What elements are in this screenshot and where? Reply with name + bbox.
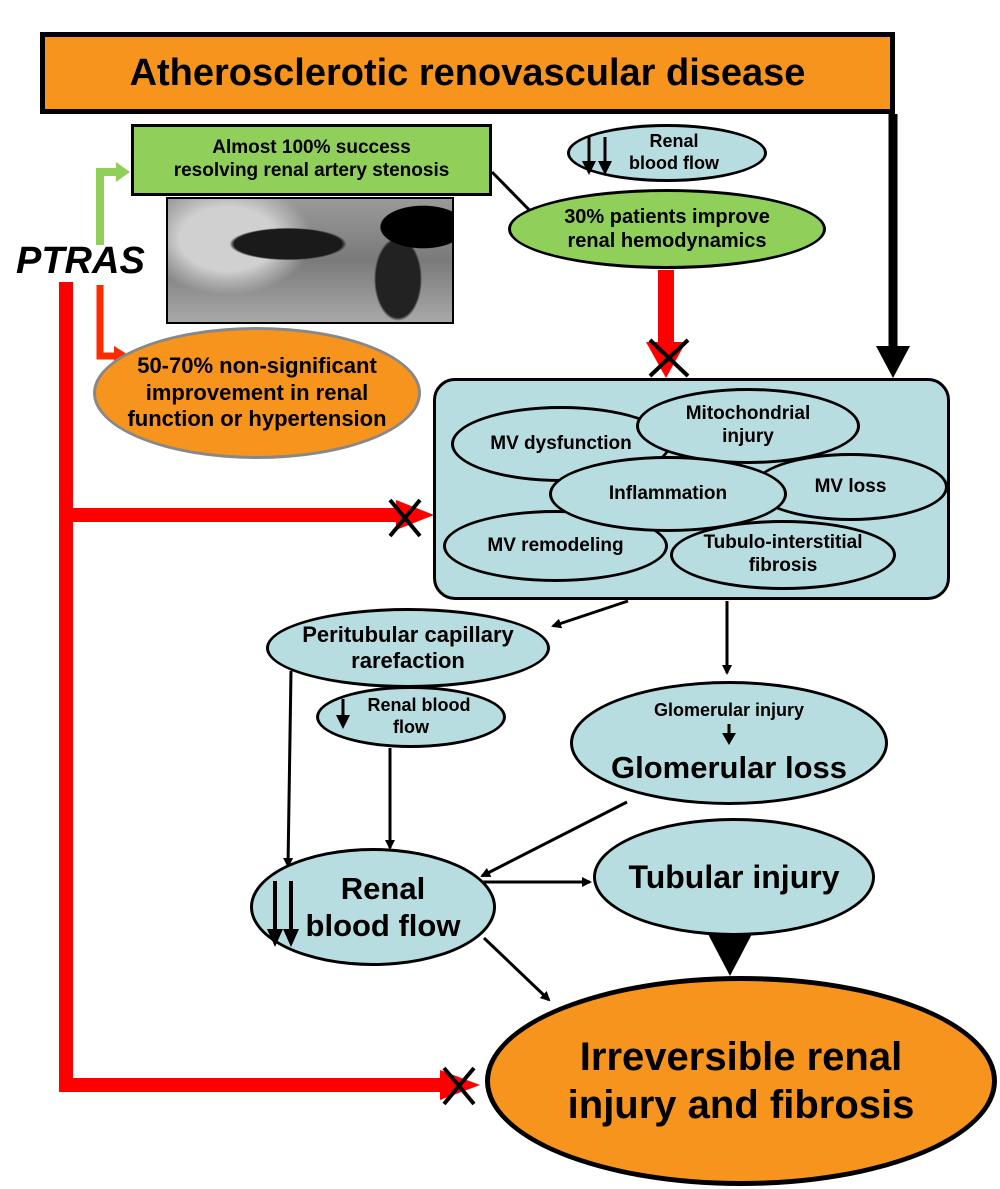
- irreversible-line1: Irreversible renal: [579, 1035, 903, 1079]
- angiogram-image: [166, 197, 454, 324]
- mid-flow-line1: Renal blood: [367, 695, 471, 716]
- nonsig-line1: 50-70% non-significant: [137, 353, 377, 379]
- mitochondrial-node: Mitochondrial injury: [636, 388, 860, 464]
- mv-remodeling-label: MV remodeling: [487, 534, 624, 556]
- inflammation-node: Inflammation: [549, 456, 787, 532]
- peritubular-node: Peritubular capillary rarefaction: [266, 608, 550, 688]
- top-flow-line1: Renal: [649, 131, 699, 152]
- success-line2: resolving renal artery stenosis: [173, 160, 450, 181]
- nonsignificant-node: 50-70% non-significant improvement in re…: [93, 327, 421, 459]
- ptras-label: PTRAS: [16, 240, 145, 282]
- ptras-red-trunk: [59, 282, 440, 1092]
- improve-line2: renal hemodynamics: [567, 230, 767, 252]
- improve-to-panel-red-arrow: [658, 270, 674, 346]
- double-down-arrow-icon: [582, 137, 612, 175]
- down-arrow-icon: [722, 724, 736, 746]
- peritubular-line2: rarefaction: [351, 648, 465, 673]
- ptras-green-head: [116, 162, 130, 182]
- irreversible-line2: injury and fibrosis: [567, 1083, 915, 1127]
- mv-loss-node: MV loss: [753, 453, 948, 521]
- tubular-to-irreversible-head: [708, 934, 752, 976]
- renal-flow-line1: Renal: [340, 870, 426, 906]
- mv-loss-label: MV loss: [814, 475, 887, 497]
- ptras-red-head-bottom: [440, 1070, 480, 1100]
- tubular-label: Tubular injury: [628, 858, 840, 895]
- peritubular-line1: Peritubular capillary: [302, 621, 514, 647]
- mv-dysfunction-label: MV dysfunction: [490, 432, 632, 454]
- tubulo-line2: fibrosis: [748, 555, 818, 576]
- tubulo-line1: Tubulo-interstitial: [703, 532, 863, 554]
- glomerular-loss-label: Glomerular loss: [610, 750, 848, 786]
- success-line1: Almost 100% success: [212, 137, 411, 159]
- header-title: Atherosclerotic renovascular disease: [129, 51, 806, 94]
- renal-blood-flow-node: Renal blood flow: [250, 848, 496, 966]
- ptras-red-head-panel: [396, 500, 434, 530]
- glomerular-to-renalflow-arrow: [480, 800, 628, 878]
- mito-line2: injury: [722, 426, 774, 447]
- glomerular-node: Glomerular injury Glomerular loss: [570, 681, 888, 805]
- ptras-red-connector-small: [96, 285, 118, 360]
- nonsig-line3: function or hypertension: [127, 406, 387, 432]
- ptras-green-connector: [96, 168, 118, 245]
- improve-hemodynamics-node: 30% patients improve renal hemodynamics: [508, 189, 826, 269]
- double-down-arrow-icon: [267, 881, 299, 947]
- tubular-injury-node: Tubular injury: [593, 818, 875, 936]
- peritubular-to-renalflow-arrow: [283, 670, 294, 868]
- top-flow-line2: blood flow: [629, 153, 719, 173]
- header-box: Atherosclerotic renovascular disease: [40, 32, 895, 114]
- header-to-panel-arrowhead: [876, 346, 910, 378]
- mito-line1: Mitochondrial: [685, 403, 811, 425]
- down-arrow-icon: [336, 699, 350, 729]
- irreversible-node: Irreversible renal injury and fibrosis: [485, 976, 997, 1186]
- panel-to-peritubular-arrow: [551, 599, 629, 629]
- glomerular-injury-label: Glomerular injury: [653, 699, 805, 720]
- top-renal-flow-node: Renal blood flow: [567, 124, 767, 182]
- improve-to-panel-red-head: [646, 342, 686, 378]
- mid-flow-line2: flow: [393, 717, 429, 737]
- mid-renal-flow-node: Renal blood flow: [316, 686, 506, 748]
- renalflow-to-irreversible-arrow: [482, 936, 551, 1002]
- improve-line1: 30% patients improve: [564, 206, 770, 228]
- renal-flow-line2: blood flow: [305, 908, 461, 943]
- nonsig-line2: improvement in renal: [145, 379, 369, 405]
- tubulo-interstitial-node: Tubulo-interstitial fibrosis: [670, 520, 896, 590]
- success-box: Almost 100% success resolving renal arte…: [131, 124, 492, 196]
- inflammation-label: Inflammation: [608, 482, 728, 504]
